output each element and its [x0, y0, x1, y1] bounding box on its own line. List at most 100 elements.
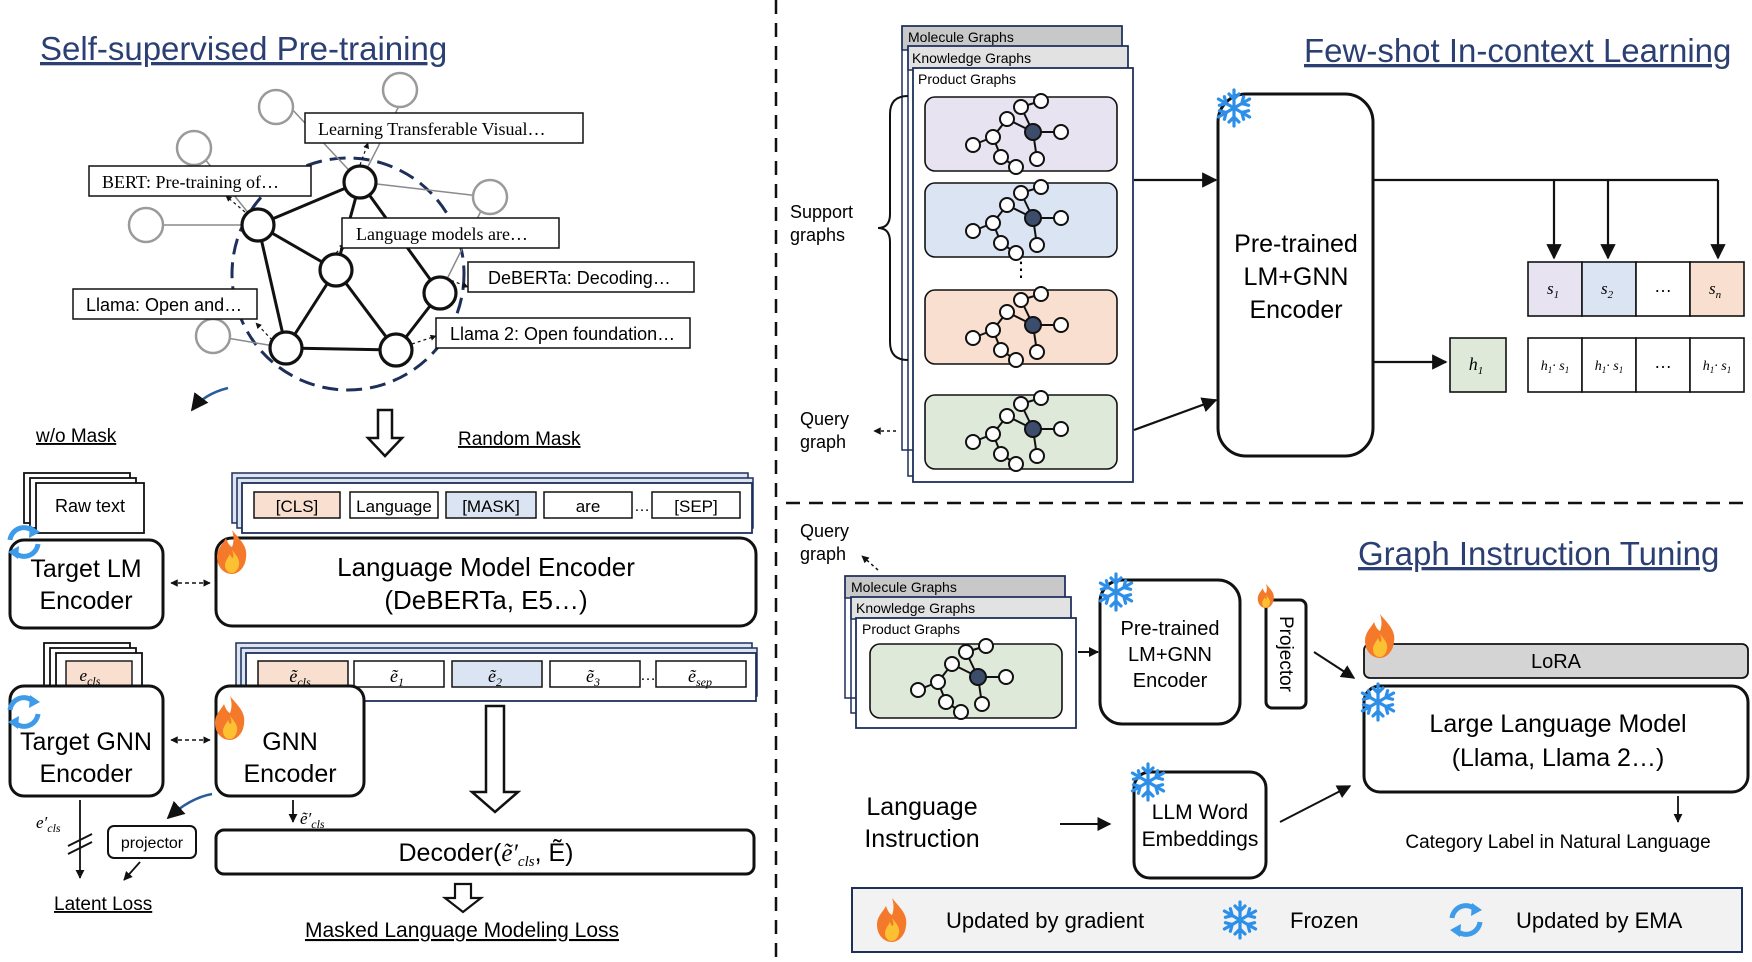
instruction-stack: Molecule Graphs Knowledge Graphs Product…	[844, 575, 1077, 729]
lora-block	[1363, 643, 1749, 679]
h1-cell	[1449, 337, 1507, 393]
svg-text:s2: s2	[1601, 279, 1614, 301]
svg-text:⋮: ⋮	[1011, 259, 1031, 281]
e-tilde-prime-cls-label: ẽ′cls	[300, 809, 325, 831]
instruction-projector	[1264, 598, 1308, 710]
left-title: Self-supervised Pre-training	[40, 30, 447, 67]
bottom-stack-knowledge: Knowledge Graphs	[856, 600, 975, 616]
instruction-title: Graph Instruction Tuning	[1358, 535, 1719, 572]
emb-ellipsis: …	[640, 667, 656, 684]
svg-text:s1: s1	[1547, 279, 1559, 301]
flame-icon-3	[1257, 583, 1274, 609]
bottom-stack-molecule: Molecule Graphs	[851, 579, 957, 595]
llm-line1: Large Language Model	[1429, 710, 1686, 738]
paper-deberta-label: DeBERTa: Decoding…	[488, 268, 671, 288]
emb-1: ẽ1	[390, 666, 404, 689]
fewshot-encoder	[1216, 92, 1375, 458]
legend-ema: Updated by EMA	[1516, 908, 1683, 933]
instruction-encoder-line3: Encoder	[1133, 670, 1208, 692]
fewshot-encoder-line1: Pre-trained	[1234, 230, 1358, 258]
lora-label: LoRA	[1531, 651, 1582, 673]
legend	[851, 887, 1743, 953]
bottom-stack-product: Product Graphs	[862, 621, 960, 637]
target-gnn-encoder	[8, 684, 165, 798]
instruction-encoder	[1098, 578, 1242, 726]
support-bracket	[877, 95, 909, 361]
svg-text:sn: sn	[1709, 279, 1722, 301]
hollow-arrow-mlm	[441, 882, 485, 914]
instruction-encoder-line2: LM+GNN	[1128, 644, 1212, 666]
gnn-projector-curve	[166, 792, 213, 820]
instruction-projector-label: Projector	[1275, 616, 1296, 693]
emb-2: ẽ2	[488, 666, 502, 689]
paper-learning-label: Learning Transferable Visual…	[318, 119, 546, 139]
flame-icon-4	[1365, 614, 1395, 658]
left-projector-label: projector	[121, 835, 184, 852]
gnn-encoder	[214, 684, 366, 798]
gnn-line2: Encoder	[243, 760, 336, 788]
wo-mask-label: w/o Mask	[35, 426, 117, 447]
target-lm-line1: Target LM	[30, 555, 141, 583]
curve-arrow	[190, 386, 229, 412]
token-strip: [CLS] Language [MASK] are … [SEP]	[231, 472, 754, 534]
fewshot-title: Few-shot In-context Learning	[1304, 32, 1731, 69]
instruction-encoder-line1: Pre-trained	[1121, 618, 1220, 640]
token-cls: [CLS]	[276, 497, 319, 516]
citation-graph: Learning Transferable Visual… BERT: Pre-…	[72, 71, 695, 392]
svg-text:h1· s1: h1· s1	[1703, 359, 1731, 375]
svg-text:…: …	[1654, 276, 1672, 296]
latent-loss-label: Latent Loss	[54, 894, 152, 915]
emb-sep: ẽsep	[688, 666, 712, 689]
token-sep: [SEP]	[674, 497, 717, 516]
svg-text:h1· s1: h1· s1	[1541, 359, 1569, 375]
hollow-arrow-decoder	[468, 704, 522, 814]
e-prime-cls-label: e′cls	[36, 813, 61, 835]
stack-molecule-label: Molecule Graphs	[908, 29, 1014, 45]
svg-text:h1· s1: h1· s1	[1595, 359, 1623, 375]
stack-product-label: Product Graphs	[918, 71, 1016, 87]
h1-label: h1	[1469, 354, 1484, 377]
word-emb-line2: Embeddings	[1142, 828, 1259, 851]
raw-text-stack: Raw text	[23, 472, 145, 534]
language-model-encoder	[214, 536, 758, 628]
target-lm-encoder	[8, 538, 165, 630]
hollow-down-arrow	[365, 408, 405, 458]
target-gnn-line2: Encoder	[39, 760, 132, 788]
random-mask-label: Random Mask	[458, 429, 581, 450]
left-projector	[107, 825, 197, 859]
instruction-line2: Instruction	[864, 825, 979, 853]
bottom-query-line1: Query	[800, 521, 849, 541]
token-mask: [MASK]	[462, 497, 520, 516]
word-embeddings-block	[1132, 770, 1268, 880]
decoder	[214, 828, 756, 876]
query-line2: graph	[800, 432, 846, 452]
paper-llama2-label: Llama 2: Open foundation…	[450, 324, 675, 344]
raw-text-label: Raw text	[55, 496, 125, 516]
lm-encoder-line2: (DeBERTa, E5…)	[384, 585, 587, 615]
emb-3: ẽ3	[586, 666, 600, 689]
support-line1: Support	[790, 202, 853, 222]
target-lm-line2: Encoder	[39, 587, 132, 615]
query-line1: Query	[800, 409, 849, 429]
category-label: Category Label in Natural Language	[1405, 832, 1710, 853]
support-line2: graphs	[790, 225, 845, 245]
token-ellipsis: …	[634, 498, 650, 515]
paper-bert-label: BERT: Pre-training of…	[102, 172, 279, 192]
llm-line2: (Llama, Llama 2…)	[1452, 744, 1665, 772]
s-cells: s1 s2 … sn	[1527, 261, 1745, 317]
legend-gradient: Updated by gradient	[946, 908, 1144, 933]
fewshot-encoder-line2: LM+GNN	[1244, 263, 1349, 291]
gnn-line1: GNN	[262, 728, 318, 756]
paper-llama-label: Llama: Open and…	[86, 295, 242, 315]
token-are: are	[576, 497, 601, 516]
target-gnn-line1: Target GNN	[20, 728, 152, 756]
llm-block	[1362, 684, 1750, 794]
stack-knowledge-label: Knowledge Graphs	[912, 50, 1031, 66]
paper-language-label: Language models are…	[356, 224, 528, 244]
token-language: Language	[356, 497, 432, 516]
bottom-query-line2: graph	[800, 544, 846, 564]
mlm-loss-label: Masked Language Modeling Loss	[305, 919, 619, 942]
hs-cells: h1· s1 h1· s1 … h1· s1	[1527, 337, 1745, 393]
svg-text:…: …	[1654, 352, 1672, 372]
instruction-line1: Language	[866, 793, 977, 821]
